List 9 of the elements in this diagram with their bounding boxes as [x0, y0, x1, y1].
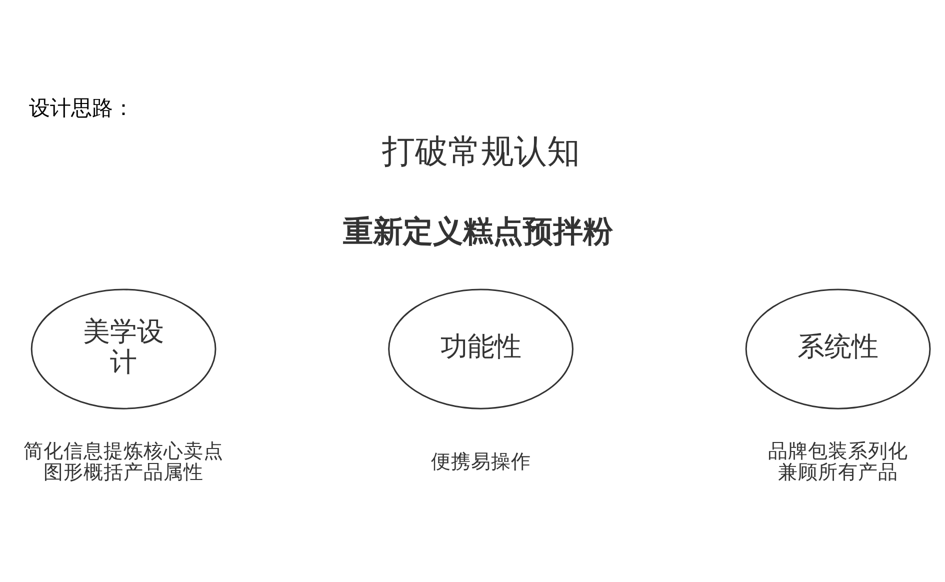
diagram-title: 设计思路： [28, 94, 134, 120]
node-label: 简化信息提炼核心卖点图形概括产品属性 [24, 439, 224, 484]
label: 打破常规认知 [382, 131, 580, 170]
node-ellipse: 美学设计 [30, 288, 216, 410]
node-label: 便携易操作 [430, 450, 531, 473]
node-ellipse: 功能性 [388, 288, 574, 410]
label: 重新定义糕点预拌粉 [342, 214, 613, 250]
node-label: 品牌包装系列化兼顾所有产品 [768, 439, 908, 484]
node-ellipse: 系统性 [745, 288, 931, 410]
